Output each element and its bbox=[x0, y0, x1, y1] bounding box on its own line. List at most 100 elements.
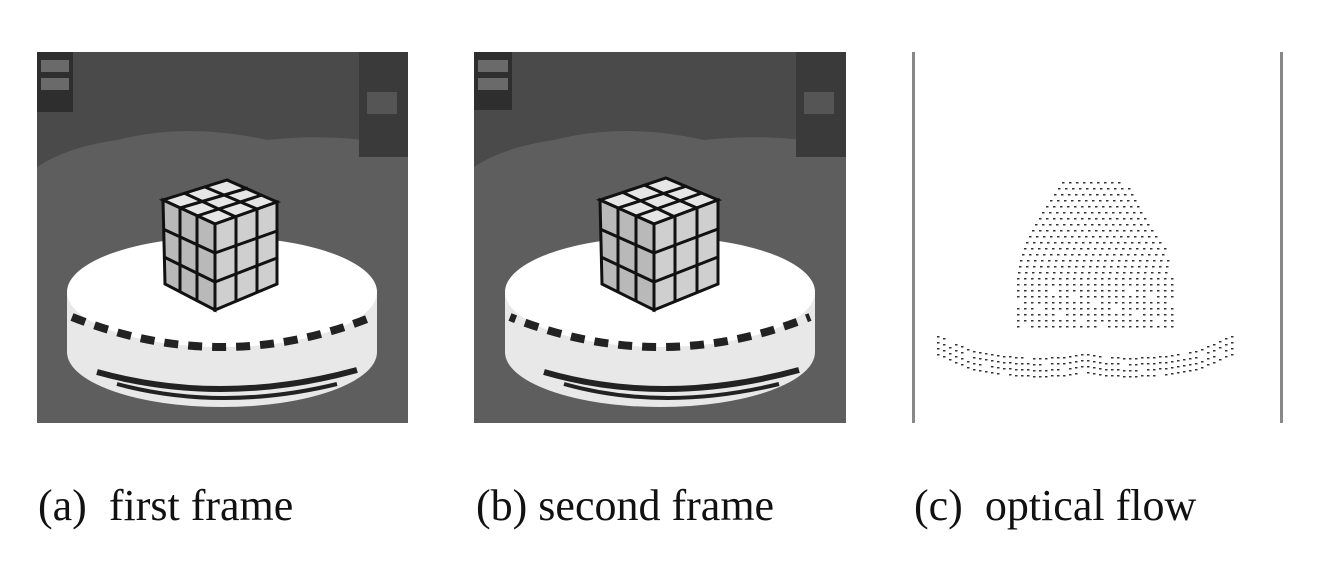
flow-vector bbox=[1171, 320, 1174, 322]
flow-vector bbox=[1090, 260, 1093, 262]
flow-vector bbox=[1139, 260, 1142, 262]
flow-vector bbox=[1115, 296, 1118, 298]
flow-vector bbox=[1079, 188, 1082, 190]
flow-vector bbox=[1119, 224, 1122, 226]
flow-vector bbox=[1031, 278, 1034, 280]
flow-vector bbox=[1040, 266, 1043, 268]
flow-vector bbox=[1117, 194, 1120, 196]
flow-vector bbox=[1087, 308, 1090, 310]
flow-vector bbox=[1085, 236, 1088, 238]
flow-vector bbox=[1047, 242, 1050, 244]
flow-vector bbox=[1053, 206, 1056, 208]
flow-vector bbox=[979, 358, 982, 360]
flow-vector bbox=[1201, 367, 1204, 369]
flow-vector bbox=[1147, 369, 1150, 371]
flow-vector bbox=[1045, 376, 1048, 378]
flow-vector bbox=[1060, 272, 1063, 274]
flow-vector bbox=[1129, 320, 1132, 322]
flow-vector bbox=[1118, 182, 1121, 184]
flow-vector bbox=[1106, 236, 1109, 238]
flow-vector bbox=[1043, 236, 1046, 238]
flow-vector bbox=[1022, 254, 1025, 256]
flow-vector bbox=[1101, 296, 1104, 298]
flow-vector bbox=[1067, 206, 1070, 208]
flow-vector bbox=[1096, 242, 1099, 244]
flow-vector bbox=[1057, 369, 1060, 371]
flow-vector bbox=[1009, 362, 1012, 364]
flow-vector bbox=[1017, 308, 1020, 310]
flow-vector bbox=[1050, 236, 1053, 238]
flow-vector bbox=[1143, 308, 1146, 310]
flow-vector bbox=[1101, 302, 1104, 304]
flow-vector bbox=[1094, 284, 1097, 286]
flow-vector bbox=[1122, 296, 1125, 298]
flow-vector bbox=[1171, 314, 1174, 316]
flow-vector bbox=[1129, 308, 1132, 310]
flow-vector bbox=[973, 351, 976, 353]
flow-vector bbox=[1074, 230, 1077, 232]
flow-vector bbox=[1066, 248, 1069, 250]
flow-vector bbox=[1035, 224, 1038, 226]
flow-vector bbox=[1183, 371, 1186, 373]
flow-vector bbox=[1087, 284, 1090, 286]
flow-vector bbox=[1038, 290, 1041, 292]
flow-vector bbox=[1089, 194, 1092, 196]
flow-vector bbox=[1116, 272, 1119, 274]
flow-vector bbox=[1038, 248, 1041, 250]
flow-vector bbox=[1072, 188, 1075, 190]
flow-vector bbox=[1071, 200, 1074, 202]
flow-vector bbox=[1097, 182, 1100, 184]
flow-vector bbox=[1105, 369, 1108, 371]
flow-vector bbox=[1103, 194, 1106, 196]
flow-vector bbox=[1131, 194, 1134, 196]
flow-vector bbox=[1009, 356, 1012, 358]
flow-vector bbox=[955, 344, 958, 346]
flow-vector bbox=[1032, 230, 1035, 232]
flow-vector bbox=[1137, 218, 1140, 220]
flow-vector bbox=[1031, 320, 1034, 322]
flow-vector bbox=[1101, 320, 1104, 322]
flow-vector bbox=[1051, 363, 1054, 365]
flow-vector bbox=[1189, 364, 1192, 366]
flow-vector bbox=[1080, 284, 1083, 286]
flow-vector bbox=[1052, 326, 1055, 328]
flow-vector bbox=[1177, 354, 1180, 356]
flow-vector bbox=[1113, 200, 1116, 202]
flow-vector bbox=[1087, 372, 1090, 374]
flow-vector bbox=[1122, 248, 1125, 250]
flow-vector bbox=[1207, 346, 1210, 348]
flow-vector bbox=[1107, 188, 1110, 190]
flow-vector bbox=[1093, 367, 1096, 369]
flow-vector bbox=[1026, 242, 1029, 244]
flow-vector bbox=[1118, 260, 1121, 262]
flow-vector bbox=[1123, 230, 1126, 232]
flow-vector bbox=[997, 373, 1000, 375]
flow-vector bbox=[1120, 200, 1123, 202]
flow-vector bbox=[1027, 369, 1030, 371]
flow-vector bbox=[1157, 290, 1160, 292]
flow-vector bbox=[1078, 236, 1081, 238]
flow-vector bbox=[1102, 206, 1105, 208]
flow-vector bbox=[1094, 290, 1097, 292]
flow-vector bbox=[1020, 260, 1023, 262]
flow-vector bbox=[1080, 278, 1083, 280]
flow-vector bbox=[1080, 314, 1083, 316]
flow-vector bbox=[1024, 314, 1027, 316]
flow-vector bbox=[1053, 272, 1056, 274]
flow-vector bbox=[1073, 290, 1076, 292]
flow-vector bbox=[1054, 242, 1057, 244]
flow-vector bbox=[1009, 374, 1012, 376]
flow-vector bbox=[1038, 278, 1041, 280]
flow-vector bbox=[1141, 236, 1144, 238]
flow-vector bbox=[1117, 375, 1120, 377]
flow-vector bbox=[1122, 278, 1125, 280]
flow-vector bbox=[1123, 370, 1126, 372]
flow-vector bbox=[1141, 254, 1144, 256]
flow-vector bbox=[1108, 290, 1111, 292]
flow-vector bbox=[1075, 242, 1078, 244]
flow-vector bbox=[1150, 278, 1153, 280]
flow-vector bbox=[1095, 272, 1098, 274]
flow-vector bbox=[937, 336, 940, 338]
flow-vector bbox=[1171, 367, 1174, 369]
flow-vector bbox=[1066, 302, 1069, 304]
